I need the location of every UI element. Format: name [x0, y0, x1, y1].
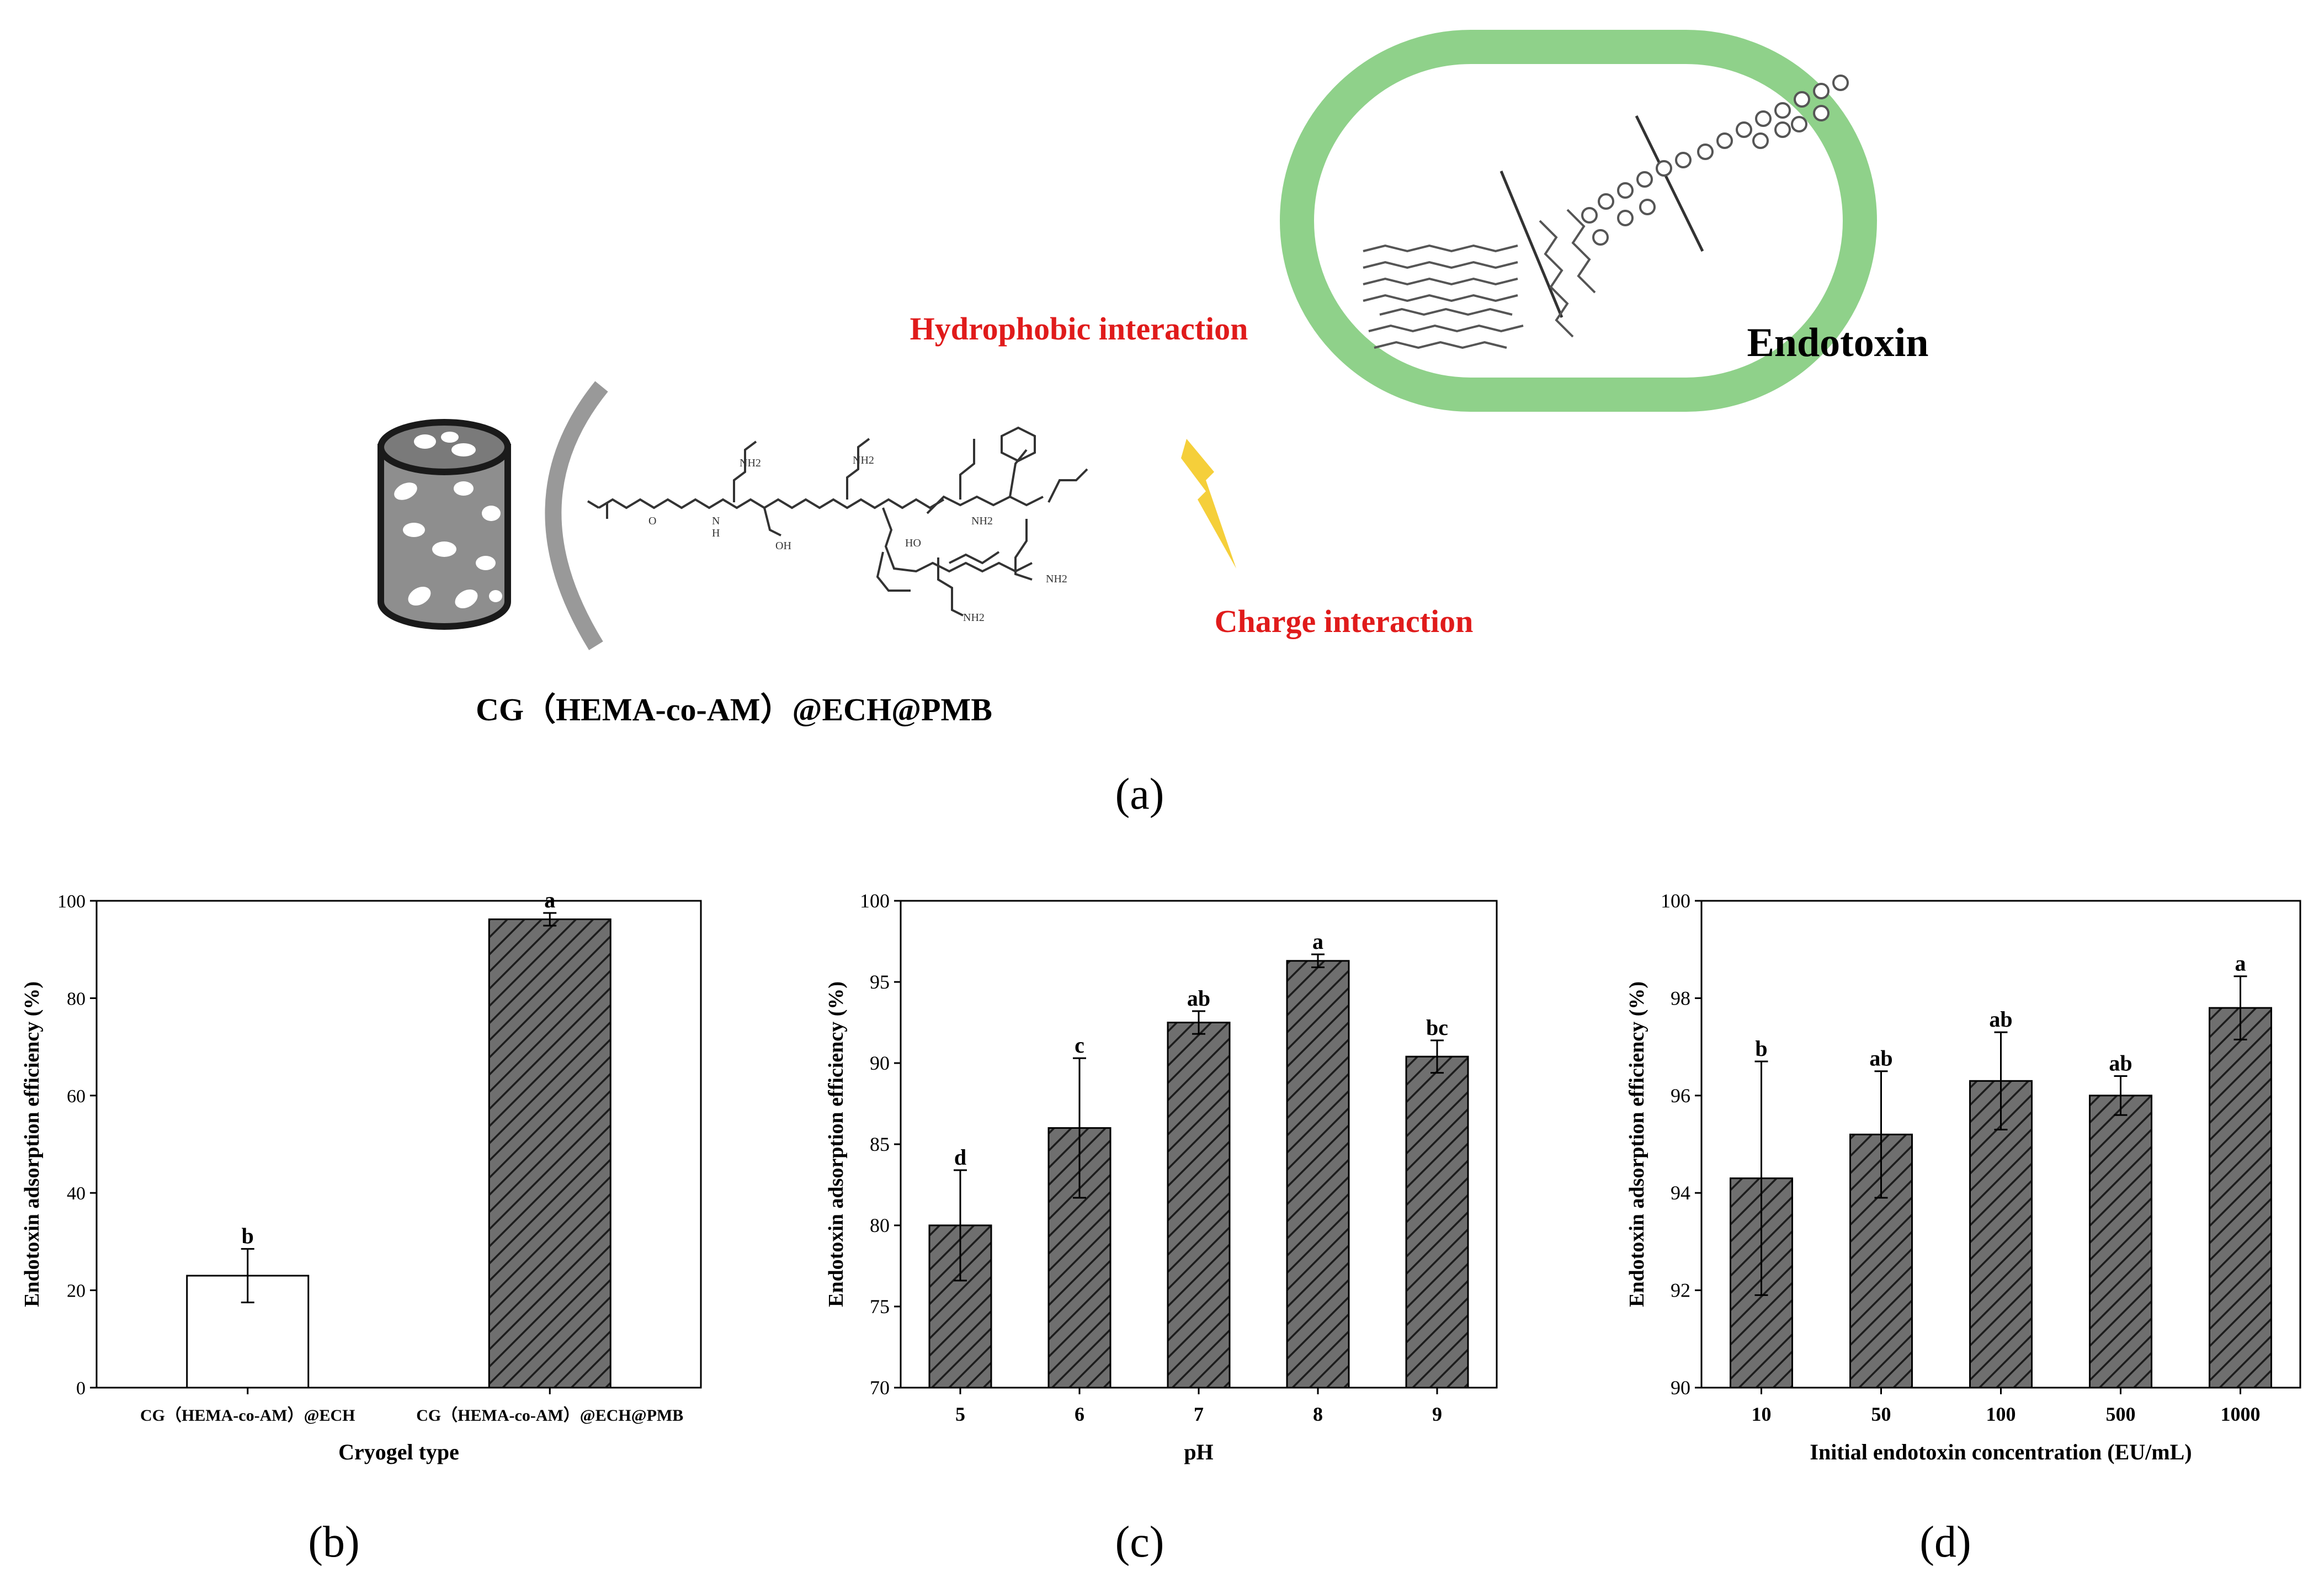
plot-frame — [95, 900, 702, 1389]
endotoxin-label: Endotoxin — [1747, 320, 1928, 365]
y-tick-label: 92 — [1671, 1279, 1690, 1302]
panel-a-schematic: Endotoxin Hydrophobic interaction Charge… — [377, 30, 1929, 819]
x-tick-label: 1000 — [2221, 1403, 2261, 1425]
bar — [1286, 960, 1350, 1389]
y-tick-label: 98 — [1671, 987, 1690, 1009]
x-tick-label: 500 — [2106, 1403, 2136, 1425]
x-tick-label: 6 — [1075, 1403, 1084, 1425]
y-tick-label: 40 — [67, 1183, 86, 1204]
y-tick-label: 96 — [1671, 1085, 1690, 1107]
lightning-icon — [1181, 439, 1236, 569]
y-tick-label: 95 — [870, 971, 890, 993]
molecule-atom-labels: NH2 NH2 NH2 NH2 NH2 OH HO O N H — [648, 454, 1067, 624]
x-tick-label: 10 — [1752, 1403, 1772, 1425]
y-tick-label: 100 — [1661, 890, 1690, 912]
endotoxin-bacterium-icon — [1280, 30, 1877, 412]
x-tick-label: 100 — [1986, 1403, 2016, 1425]
x-tick-label: 7 — [1194, 1403, 1204, 1425]
panel-b-chart: 0 20 40 60 80 100 bCG（HEMA-co-AM）@ECH aCG（HEMA-… — [20, 888, 702, 1464]
significance-letter: ab — [2109, 1051, 2132, 1076]
significance-letter: ab — [1187, 986, 1210, 1011]
svg-text:HO: HO — [905, 537, 921, 549]
x-axis-label: pH — [1184, 1440, 1213, 1464]
significance-letter: b — [242, 1224, 254, 1249]
y-tick-label: 75 — [870, 1295, 890, 1318]
y-tick-label: 90 — [1671, 1377, 1690, 1399]
y-axis-label: Endotoxin adsorption efficiency (%) — [20, 981, 44, 1307]
svg-text:NH2: NH2 — [963, 612, 985, 624]
bar — [1969, 1080, 2033, 1389]
significance-letter: bc — [1426, 1015, 1448, 1040]
y-tick-label: 100 — [860, 890, 890, 912]
material-label: CG（HEMA-co-AM）@ECH@PMB — [476, 692, 992, 727]
y-tick-label: 60 — [67, 1086, 86, 1107]
y-tick-label: 80 — [67, 989, 86, 1009]
bar — [1167, 1022, 1231, 1389]
y-tick-label: 70 — [870, 1377, 890, 1399]
significance-letter: ab — [1989, 1007, 2012, 1032]
y-tick-label: 20 — [67, 1281, 86, 1302]
x-tick-label: 9 — [1432, 1403, 1442, 1425]
y-tick-label: 90 — [870, 1052, 890, 1074]
svg-text:N: N — [712, 515, 720, 527]
y-tick-label: 0 — [76, 1378, 86, 1399]
bar — [1405, 1055, 1469, 1389]
y-tick-label: 94 — [1671, 1182, 1690, 1204]
significance-letter: ab — [1869, 1046, 1892, 1071]
bar — [2089, 1095, 2152, 1389]
surface-arc — [545, 381, 608, 650]
significance-letter: a — [1312, 929, 1323, 954]
y-tick-label: 100 — [57, 891, 86, 912]
x-tick-label: CG（HEMA-co-AM）@ECH@PMB — [416, 1406, 683, 1425]
bar — [2209, 1007, 2272, 1389]
panel-d-chart: 90 92 94 96 98 100 b 10 ab 50 ab 100 ab 500 a 1000Initi… — [1625, 890, 2301, 1464]
panel-c-caption: (c) — [1115, 1518, 1164, 1566]
polymyxin-b-molecule — [587, 426, 1088, 617]
panel-a-caption: (a) — [1115, 770, 1164, 819]
svg-text:NH2: NH2 — [1046, 573, 1067, 585]
significance-letter: d — [954, 1145, 966, 1170]
svg-text:H: H — [712, 527, 720, 539]
panel-d-caption: (d) — [1919, 1518, 1971, 1566]
x-tick-label: 5 — [955, 1403, 965, 1425]
significance-letter: b — [1755, 1036, 1767, 1061]
significance-letter: c — [1075, 1033, 1084, 1058]
svg-text:NH2: NH2 — [853, 454, 874, 466]
x-tick-label: CG（HEMA-co-AM）@ECH — [140, 1406, 355, 1425]
panel-c-chart: 70 75 80 85 90 95 100 d 5 c 6 ab 7 a 8 bc 9 pH Endotoxin a… — [825, 890, 1498, 1464]
hydrophobic-interaction-label: Hydrophobic interaction — [910, 311, 1248, 347]
y-axis-label: Endotoxin adsorption efficiency (%) — [1625, 981, 1648, 1307]
y-tick-label: 80 — [870, 1214, 890, 1236]
svg-text:NH2: NH2 — [740, 457, 761, 469]
svg-text:OH: OH — [775, 540, 791, 552]
x-tick-label: 50 — [1871, 1403, 1891, 1425]
svg-text:O: O — [648, 515, 656, 527]
significance-letter: a — [544, 888, 555, 912]
charge-interaction-label: Charge interaction — [1215, 603, 1474, 639]
y-axis-label: Endotoxin adsorption efficiency (%) — [825, 981, 848, 1307]
bar — [928, 1224, 992, 1389]
panel-b-caption: (b) — [308, 1518, 359, 1566]
x-axis-label: Initial endotoxin concentration (EU/mL) — [1810, 1440, 2192, 1464]
x-tick-label: 8 — [1313, 1403, 1323, 1425]
svg-text:NH2: NH2 — [971, 515, 993, 527]
x-axis-label: Cryogel type — [338, 1440, 459, 1464]
significance-letter: a — [2235, 951, 2246, 976]
y-tick-label: 85 — [870, 1133, 890, 1155]
bar — [488, 918, 611, 1389]
cryogel-cylinder-icon — [377, 419, 511, 630]
